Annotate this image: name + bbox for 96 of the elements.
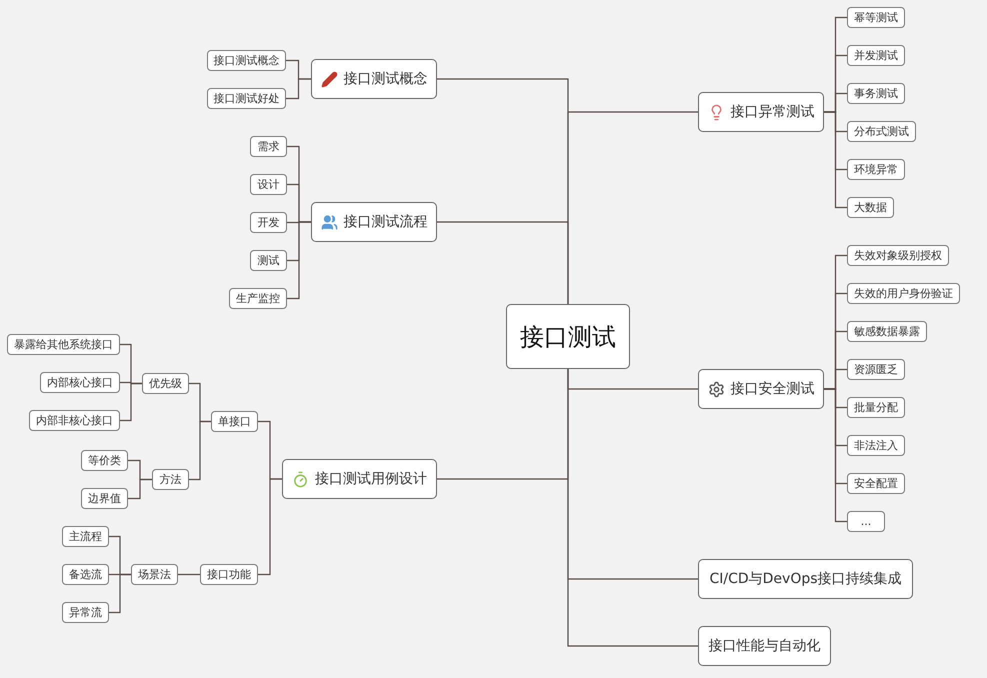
topic-label: 敏感数据暴露 xyxy=(854,324,920,339)
subtopic-box xyxy=(250,174,287,195)
subtopic-box xyxy=(847,121,916,142)
topic-label: 暴露给其他系统接口 xyxy=(14,337,113,352)
topic-label: 需求 xyxy=(258,139,280,154)
topic-label: 接口测试概念 xyxy=(344,70,428,88)
subtopic-box xyxy=(847,359,905,380)
topic-label: 安全配置 xyxy=(854,476,898,491)
subtopic-box xyxy=(152,469,189,490)
connector-line xyxy=(178,574,200,576)
subtopic-box xyxy=(847,511,885,532)
subtopic-box xyxy=(207,50,286,71)
topic-label: 接口测试概念 xyxy=(214,53,280,68)
subtopic-box xyxy=(847,435,905,456)
topic-label: 优先级 xyxy=(149,376,182,391)
subtopic-box xyxy=(62,602,109,623)
topic-label: 失效对象级别授权 xyxy=(854,248,942,263)
subtopic-box xyxy=(62,526,109,547)
main-topic-box xyxy=(698,369,824,409)
topic-label: 失效的用户身份验证 xyxy=(854,286,953,301)
subtopic-box xyxy=(142,373,189,394)
main-topic-box xyxy=(698,559,913,599)
topic-label: 接口性能与自动化 xyxy=(708,637,820,655)
topic-label: 接口功能 xyxy=(207,567,251,582)
subtopic-box xyxy=(847,321,927,342)
subtopic-box xyxy=(211,411,258,432)
topic-label: 备选流 xyxy=(69,567,102,582)
subtopic-box xyxy=(847,197,894,218)
connector-line xyxy=(189,420,211,480)
topic-label: ... xyxy=(860,515,872,528)
subtopic-box xyxy=(229,288,287,309)
topic-label: 设计 xyxy=(258,177,280,192)
subtopic-box xyxy=(81,488,128,509)
main-topic-box xyxy=(311,59,437,99)
topic-label: 接口异常测试 xyxy=(730,103,814,121)
topic-label: 接口测试流程 xyxy=(344,213,428,231)
subtopic-box xyxy=(7,334,120,355)
subtopic-box xyxy=(81,450,128,471)
topic-label: 分布式测试 xyxy=(854,124,909,139)
topic-label: 事务测试 xyxy=(854,86,898,101)
subtopic-box xyxy=(250,136,287,157)
topic-label: 幂等测试 xyxy=(854,10,898,25)
subtopic-box xyxy=(250,212,287,233)
subtopic-box xyxy=(847,83,905,104)
topic-label: 内部非核心接口 xyxy=(36,413,113,428)
topic-label: 方法 xyxy=(160,472,182,487)
subtopic-box xyxy=(847,159,905,180)
subtopic-box xyxy=(847,7,905,28)
subtopic-box xyxy=(62,564,109,585)
connector-line xyxy=(120,382,142,422)
topic-label: 接口安全测试 xyxy=(730,380,814,398)
topic-label: 主流程 xyxy=(69,529,102,544)
topic-label: 边界值 xyxy=(88,491,121,506)
main-topic-box xyxy=(698,92,824,132)
topic-label: 并发测试 xyxy=(854,48,898,63)
connector-line xyxy=(824,388,847,522)
topic-label: 大数据 xyxy=(854,200,887,215)
topic-label: 测试 xyxy=(258,253,280,268)
topic-label: 开发 xyxy=(258,215,280,230)
topic-label: 批量分配 xyxy=(854,400,898,415)
subtopic-box xyxy=(200,564,258,585)
topic-label: 接口测试用例设计 xyxy=(315,470,427,488)
topic-label: 生产监控 xyxy=(236,291,280,306)
topic-label: 等价类 xyxy=(88,453,121,468)
topic-label: 单接口 xyxy=(218,414,251,429)
subtopic-box xyxy=(40,372,120,393)
subtopic-box xyxy=(847,283,960,304)
connector-line xyxy=(109,574,131,614)
connector-line xyxy=(287,221,311,300)
connector-line xyxy=(128,478,152,500)
main-topic-box xyxy=(282,459,437,499)
subtopic-box xyxy=(131,564,178,585)
topic-label: 场景法 xyxy=(138,567,171,582)
topic-label: 接口测试 xyxy=(520,322,616,352)
connector-line xyxy=(258,478,282,576)
topic-label: 非法注入 xyxy=(854,438,898,453)
subtopic-box xyxy=(847,45,905,66)
topic-label: 异常流 xyxy=(69,605,102,620)
central-topic-box xyxy=(506,304,630,369)
topic-label: 资源匮乏 xyxy=(854,362,898,377)
topic-label: 环境异常 xyxy=(854,162,898,177)
subtopic-box xyxy=(847,397,905,418)
subtopic-box xyxy=(207,88,286,109)
topic-label: 内部核心接口 xyxy=(47,375,113,390)
connector-line xyxy=(824,111,847,208)
connector-line xyxy=(286,78,311,100)
main-topic-box xyxy=(698,626,831,666)
subtopic-box xyxy=(250,250,287,271)
connector-line xyxy=(567,111,698,304)
topic-label: CI/CD与DevOps接口持续集成 xyxy=(709,570,902,588)
subtopic-box xyxy=(847,473,905,494)
connector-line xyxy=(567,369,698,647)
subtopic-box xyxy=(847,245,949,266)
main-topic-box xyxy=(311,202,437,242)
topic-label: 接口测试好处 xyxy=(214,91,280,106)
subtopic-box xyxy=(29,410,120,431)
